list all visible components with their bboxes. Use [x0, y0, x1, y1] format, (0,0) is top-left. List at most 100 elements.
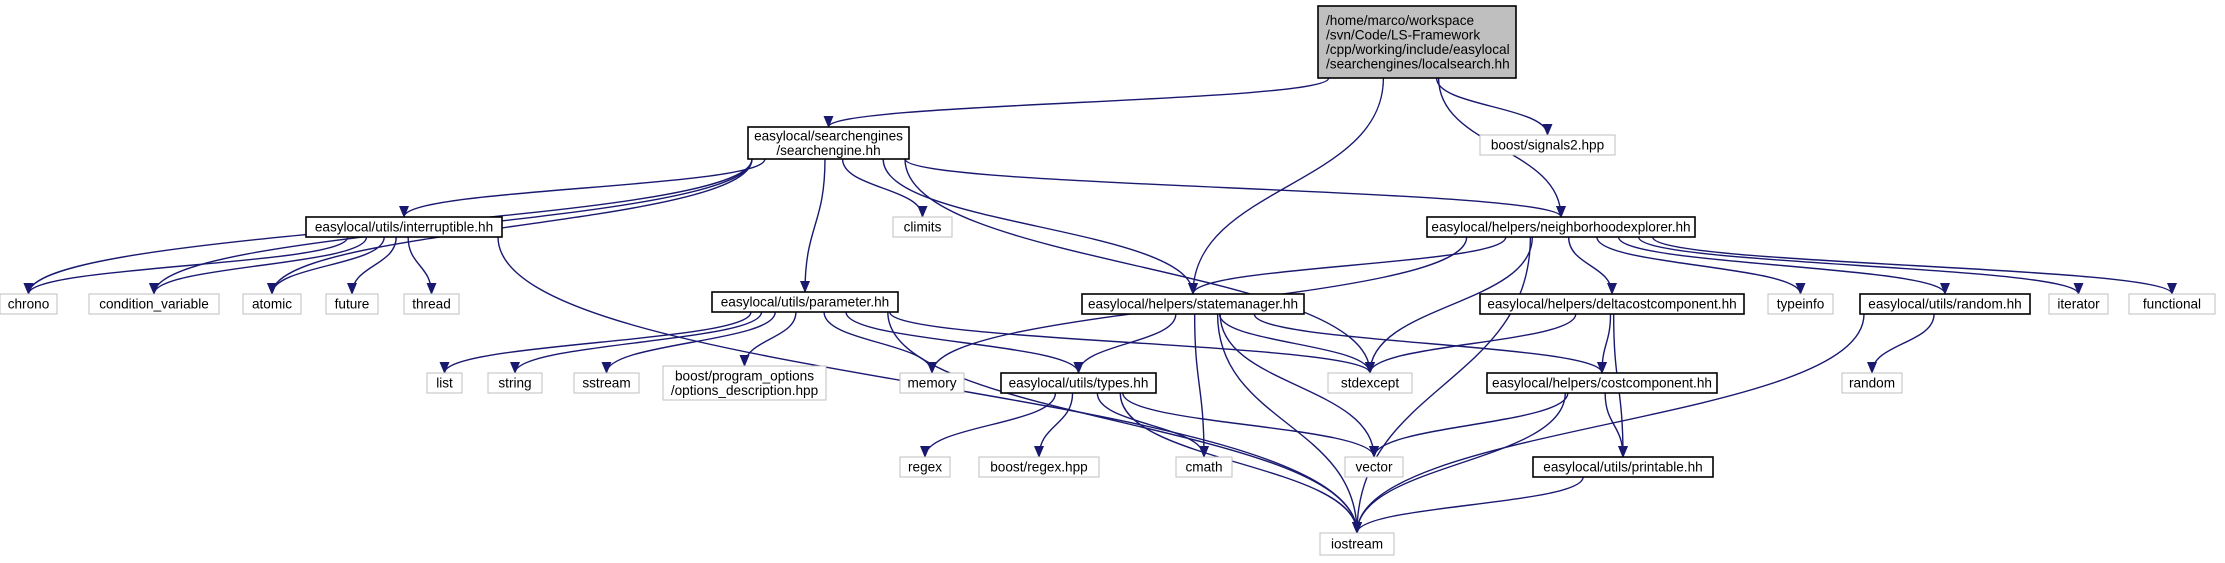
edge-layer [23, 77, 2177, 534]
node-list: list [426, 372, 463, 394]
edge-statemanager-to-cmath [1193, 313, 1209, 458]
node-chrono: chrono [0, 293, 58, 315]
node-deltacostcomponent-box [1479, 293, 1745, 315]
edge-types-to-vector [1122, 392, 1379, 458]
node-regex-label: regex [908, 460, 942, 475]
node-condition_variable: condition_variable [88, 293, 220, 315]
node-thread-label: thread [412, 297, 451, 312]
node-cmath-box [1175, 456, 1233, 478]
node-vector-box [1344, 456, 1404, 478]
node-parameter-label-line: easylocal/utils/parameter.hh [721, 295, 890, 310]
node-future-label-line: future [335, 297, 370, 312]
node-string-label: string [498, 376, 531, 391]
node-functional: functional [2128, 293, 2216, 315]
node-random_hh-label-line: easylocal/utils/random.hh [1868, 297, 2021, 312]
node-parameter[interactable]: easylocal/utils/parameter.hh [711, 291, 899, 313]
node-condition_variable-label: condition_variable [99, 297, 209, 312]
edge-neighborhoodexplorer-to-stdexcept [1365, 236, 1534, 374]
edge-parameter-to-sstream [601, 311, 776, 374]
node-statemanager-box [1081, 293, 1305, 315]
node-program_options-label: boost/program_options/options_descriptio… [671, 368, 818, 398]
node-memory-label-line: memory [907, 376, 956, 391]
node-printable-box [1532, 456, 1714, 478]
node-parameter-label: easylocal/utils/parameter.hh [721, 295, 890, 310]
node-sstream: sstream [573, 372, 640, 394]
node-deltacostcomponent-label-line: easylocal/helpers/deltacostcomponent.hh [1487, 297, 1736, 312]
edge-root-to-signals2 [1435, 77, 1553, 136]
node-condition_variable-box [88, 293, 220, 315]
node-iterator-label: iterator [2057, 297, 2100, 312]
node-future-box [325, 293, 379, 315]
node-interruptible-box [305, 216, 503, 238]
node-interruptible-label-line: easylocal/utils/interruptible.hh [315, 220, 493, 235]
node-typeinfo-label-line: typeinfo [1777, 297, 1825, 312]
node-statemanager[interactable]: easylocal/helpers/statemanager.hh [1081, 293, 1305, 315]
node-neighborhoodexplorer-box [1426, 216, 1696, 238]
edge-types-to-regex [920, 392, 1057, 458]
node-random_hh[interactable]: easylocal/utils/random.hh [1859, 293, 2031, 315]
node-vector-label-line: vector [1355, 460, 1392, 475]
edge-parameter-to-types [845, 311, 1084, 374]
node-chrono-label-line: chrono [8, 297, 50, 312]
node-types[interactable]: easylocal/utils/types.hh [1000, 372, 1157, 394]
node-searchengine-label-line: /searchengine.hh [776, 143, 880, 158]
node-condition_variable-label-line: condition_variable [99, 297, 209, 312]
node-program_options: boost/program_options/options_descriptio… [662, 365, 827, 401]
node-climits-label-line: climits [904, 220, 942, 235]
node-signals2: boost/signals2.hpp [1479, 134, 1616, 156]
node-boost_regex-label-line: boost/regex.hpp [990, 460, 1088, 475]
edge-interruptible-to-chrono [23, 236, 349, 295]
node-costcomponent-label: easylocal/helpers/costcomponent.hh [1492, 376, 1712, 391]
node-program_options-label-line: boost/program_options [675, 368, 814, 383]
edge-deltacostcomponent-to-costcomponent [1597, 313, 1612, 374]
edge-neighborhoodexplorer-to-statemanager [1188, 236, 1507, 295]
node-random-box [1841, 372, 1903, 394]
node-signals2-box [1479, 134, 1616, 156]
node-iostream-label-line: iostream [1331, 537, 1383, 552]
node-list-box [426, 372, 463, 394]
node-iterator-box [2048, 293, 2109, 315]
node-costcomponent[interactable]: easylocal/helpers/costcomponent.hh [1486, 372, 1718, 394]
edge-statemanager-to-stdexcept [1218, 313, 1375, 374]
edge-costcomponent-to-iostream [1352, 392, 1566, 534]
node-stdexcept: stdexcept [1327, 372, 1413, 394]
node-typeinfo-box [1767, 293, 1834, 315]
edge-searchengine-to-neighborhoodexplorer [904, 158, 1566, 218]
node-neighborhoodexplorer[interactable]: easylocal/helpers/neighborhoodexplorer.h… [1426, 216, 1696, 238]
node-iostream-label: iostream [1331, 537, 1383, 552]
node-functional-label-line: functional [2143, 297, 2201, 312]
edge-searchengine-to-parameter [800, 158, 826, 293]
edge-neighborhoodexplorer-to-iostream [1352, 236, 1532, 534]
node-root-label: /home/marco/workspace/svn/Code/LS-Framew… [1326, 13, 1510, 72]
node-iterator: iterator [2048, 293, 2109, 315]
edge-statemanager-to-costcomponent [1253, 313, 1607, 374]
edge-neighborhoodexplorer-to-deltacostcomponent [1567, 236, 1617, 295]
node-list-label: list [436, 376, 453, 391]
node-atomic-box [242, 293, 302, 315]
node-root-label-line: /svn/Code/LS-Framework [1326, 27, 1480, 42]
node-neighborhoodexplorer-label: easylocal/helpers/neighborhoodexplorer.h… [1431, 220, 1690, 235]
node-regex-box [899, 456, 951, 478]
node-cmath: cmath [1175, 456, 1233, 478]
node-cmath-label-line: cmath [1185, 460, 1222, 475]
edge-costcomponent-to-printable [1604, 392, 1628, 458]
node-interruptible[interactable]: easylocal/utils/interruptible.hh [305, 216, 503, 238]
node-deltacostcomponent[interactable]: easylocal/helpers/deltacostcomponent.hh [1479, 293, 1745, 315]
node-functional-label: functional [2143, 297, 2201, 312]
node-iostream: iostream [1319, 532, 1395, 556]
node-printable[interactable]: easylocal/utils/printable.hh [1532, 456, 1714, 478]
node-searchengine[interactable]: easylocal/searchengines/searchengine.hh [747, 126, 910, 160]
node-statemanager-label-line: easylocal/helpers/statemanager.hh [1088, 297, 1298, 312]
node-thread-label-line: thread [412, 297, 451, 312]
node-root[interactable]: /home/marco/workspace/svn/Code/LS-Framew… [1317, 5, 1517, 79]
node-boost_regex-label: boost/regex.hpp [990, 460, 1088, 475]
node-layer: /home/marco/workspace/svn/Code/LS-Framew… [0, 5, 2216, 556]
edge-statemanager-to-types [1073, 313, 1177, 374]
edge-searchengine-to-atomic [267, 158, 753, 295]
edge-searchengine-to-statemanager [882, 158, 1198, 295]
node-stdexcept-label: stdexcept [1341, 376, 1399, 391]
node-regex: regex [899, 456, 951, 478]
edge-statemanager-to-iostream [1216, 313, 1362, 534]
node-regex-label-line: regex [908, 460, 942, 475]
node-vector-label: vector [1355, 460, 1392, 475]
